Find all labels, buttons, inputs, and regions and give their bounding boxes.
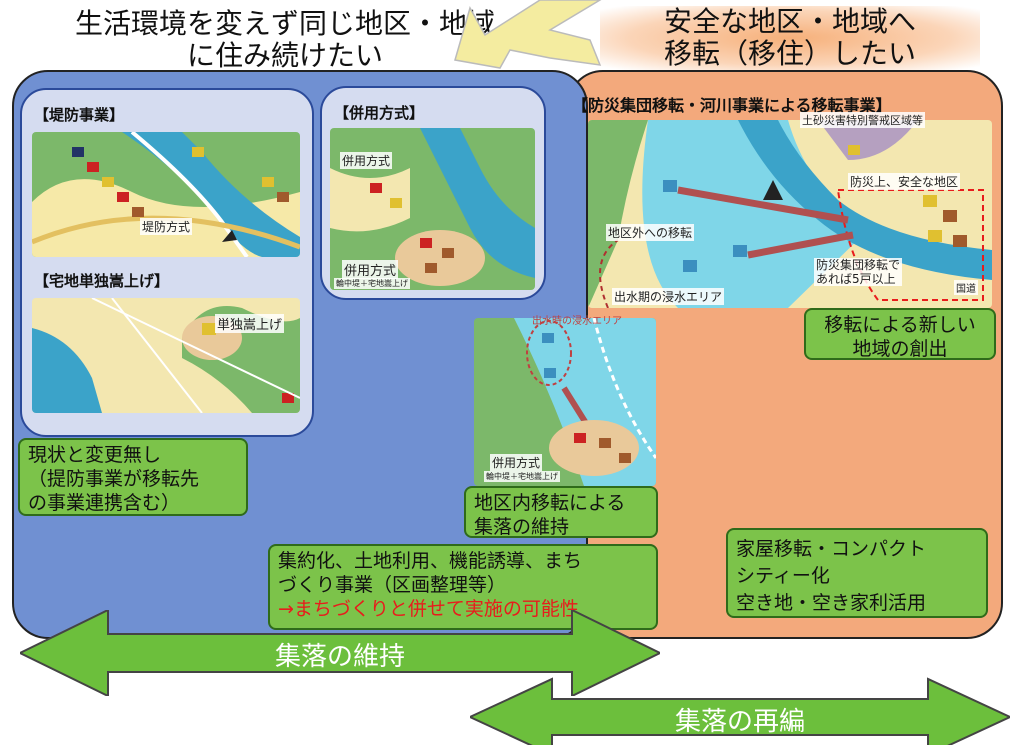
levee-map-text: 堤防方式 [140, 218, 193, 235]
internal-map-text2: 併用方式 [490, 454, 543, 471]
maintain-arrow-label: 集落の維持 [274, 642, 405, 672]
new-region-box: 移転による新しい 地域の創出 [804, 308, 996, 360]
urban-planning-line2: づくり事業（区画整理等） [278, 574, 507, 596]
title-right-line2: 移転（移住）したい [663, 37, 916, 70]
levee-label: 【堤防事業】 [34, 106, 125, 124]
combined-map-text2: 併用方式 [342, 260, 399, 279]
combined-map-text1: 併用方式 [340, 152, 393, 169]
urban-planning-box: 集約化、土地利用、機能誘導、まち づくり事業（区画整理等） →まちづくりと併せて… [268, 544, 658, 630]
status-box: 現状と変更無し （提防事業が移転先 の事業連携含む） [18, 438, 248, 516]
combined-label: 【併用方式】 [334, 104, 425, 122]
relocation-map-text-outside: 地区外への移転 [606, 224, 695, 241]
combined-map-text3: 輪中堤＋宅地嵩上げ [334, 278, 410, 289]
levee-map [32, 132, 300, 257]
elevation-map [32, 298, 300, 413]
maintain-arrow [20, 610, 660, 696]
relocation-map-text-safe: 防災上、安全な地区 [848, 173, 961, 190]
urban-planning-line1: 集約化、土地利用、機能誘導、まち [278, 550, 583, 572]
urban-planning-line3: →まちづくりと併せて実施の可能性 [278, 598, 579, 620]
reorganize-arrow [470, 677, 1010, 745]
reorganize-arrow-label: 集落の再編 [674, 707, 805, 737]
internal-relocation-box: 地区内移転による 集落の維持 [464, 486, 658, 538]
title-left-line1: 生活環境を変えず同じ地区・地域 [74, 7, 495, 40]
relocation-header: 【防災集団移転・河川事業による移転事業】 [572, 96, 892, 115]
elevation-map-text: 単独嵩上げ [215, 314, 285, 333]
internal-map-text3: 輪中堤＋宅地嵩上げ [484, 471, 560, 482]
title-left-line2: に住み続けたい [186, 39, 383, 72]
compact-city-box: 家屋移転・コンパクト シティー化 空き地・空き家利活用 [726, 528, 988, 618]
relocation-map-text-sediment: 土砂災害特別警戒区域等 [800, 112, 925, 128]
title-right-line1: 安全な地区・地域へ [663, 5, 916, 38]
relocation-map-text-flood: 出水期の浸水エリア [612, 288, 725, 305]
elevation-label: 【宅地単独嵩上げ】 [34, 272, 170, 290]
internal-map-text1: 出水時の浸水エリア [532, 316, 622, 327]
top-choice-arrow [454, 0, 602, 69]
relocation-map [588, 120, 992, 308]
relocation-map-text-group: 防災集団移転で あれば5戸以上 [814, 258, 903, 286]
relocation-map-text-road: 国道 [954, 280, 978, 295]
internal-relocation-map [474, 318, 656, 486]
